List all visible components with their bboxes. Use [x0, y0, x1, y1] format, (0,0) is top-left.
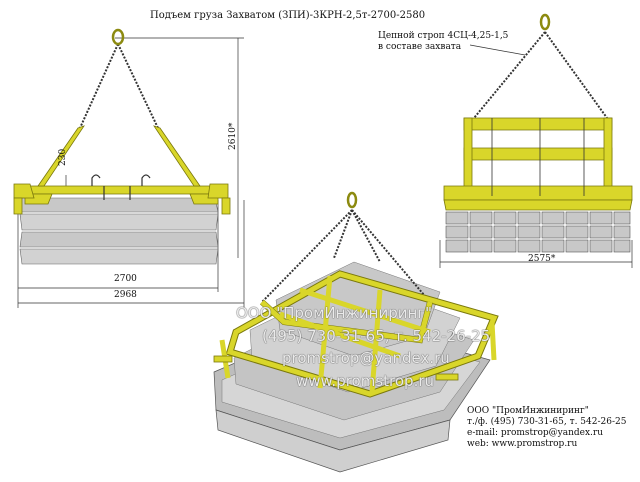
dimension-outer-width: 2968 — [114, 290, 137, 300]
front-hooks — [91, 174, 151, 200]
front-chains — [79, 43, 159, 129]
dimension-side-width: 2575* — [528, 254, 556, 264]
side-chains — [473, 31, 608, 119]
drawing-title: Подъем груза Захватом (ЗПИ)-3КРН-2,5т-27… — [150, 10, 426, 21]
company-name: ООО "ПромИнжиниринг" — [467, 406, 589, 416]
dimension-total-height: 2610* — [228, 122, 238, 150]
iso-foot-right — [435, 373, 459, 381]
iso-master-link — [346, 191, 358, 209]
iso-chains — [261, 209, 431, 303]
side-view — [439, 13, 633, 268]
company-phones: т./ф. (495) 730-31-65, т. 542-26-25 — [467, 417, 627, 427]
chain-sling-note-line1: Цепной строп 4СЦ-4,25-1,5 — [378, 31, 509, 41]
watermark-line3: promstrop@yandex.ru — [282, 349, 450, 367]
chain-sling-note: Цепной строп 4СЦ-4,25-1,5 в составе захв… — [378, 31, 508, 53]
watermark-line1: ООО "ПромИнжиниринг" — [236, 304, 433, 322]
side-dimension-lines — [439, 44, 633, 268]
front-master-link — [111, 28, 125, 46]
front-view — [13, 28, 245, 308]
dimension-inner-width: 2700 — [114, 274, 137, 284]
iso-frame — [219, 270, 499, 398]
chain-sling-note-line2: в составе захвата — [378, 42, 462, 52]
front-ingot-stack — [19, 197, 219, 265]
watermark-line4: www.promstrop.ru — [296, 372, 435, 390]
side-master-link — [539, 13, 551, 31]
side-frame — [443, 117, 633, 211]
iso-foot-left — [213, 355, 233, 363]
isometric-view — [213, 191, 499, 473]
company-info: ООО "ПромИнжиниринг" т./ф. (495) 730-31-… — [467, 406, 626, 450]
side-rods — [491, 118, 585, 196]
side-ingot-grid — [445, 211, 631, 253]
company-web: web: www.promstrop.ru — [467, 439, 578, 449]
front-frame — [13, 125, 231, 215]
watermark-line2: (495) 730-31-65, т. 542-26-25 — [262, 327, 491, 345]
company-email: e-mail: promstrop@yandex.ru — [467, 428, 604, 438]
dimension-beam-height: 230 — [58, 148, 68, 166]
